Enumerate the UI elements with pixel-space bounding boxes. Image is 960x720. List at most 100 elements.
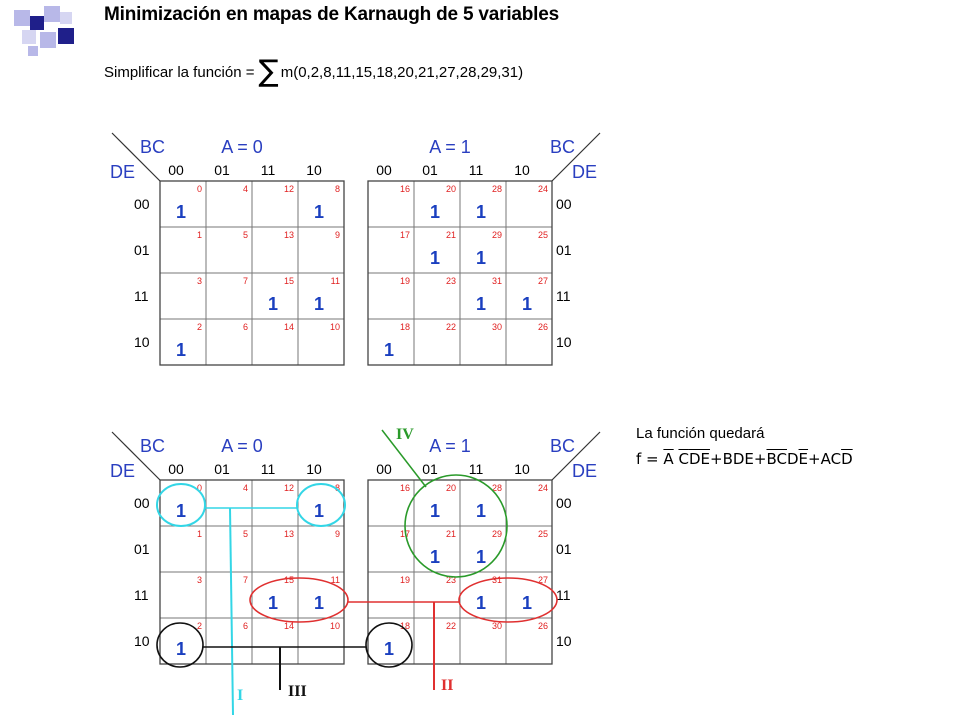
term3-c: C <box>776 450 787 468</box>
one-value: 1 <box>430 501 440 521</box>
minterm-index: 4 <box>243 483 248 493</box>
term1-d: D <box>688 450 701 468</box>
plus-2: + <box>753 450 767 468</box>
de-label: DE <box>110 461 135 481</box>
plus-3: + <box>808 450 821 468</box>
one-value: 1 <box>476 547 486 567</box>
corner-diagonal <box>551 431 601 481</box>
minterm-index: 6 <box>243 621 248 631</box>
one-value: 1 <box>430 547 440 567</box>
term4-d: D <box>841 450 853 468</box>
one-value: 1 <box>176 202 186 222</box>
group-ii-label: II <box>441 677 453 694</box>
minterm-index: 26 <box>538 322 548 332</box>
one-value: 1 <box>522 593 532 613</box>
minterm-index: 18 <box>400 322 410 332</box>
group-iv-circle <box>404 474 508 578</box>
minterm-index: 10 <box>330 621 340 631</box>
de-label: DE <box>110 162 135 182</box>
col-code: 00 <box>376 162 392 178</box>
row-code: 10 <box>556 334 572 350</box>
one-value: 1 <box>314 202 324 222</box>
one-value: 1 <box>384 639 394 659</box>
minterm-index: 14 <box>284 621 294 631</box>
kmap-frame <box>367 180 553 366</box>
group-i-leader <box>229 507 234 716</box>
minterm-index: 12 <box>284 184 294 194</box>
row-code: 00 <box>556 495 572 511</box>
col-code: 10 <box>514 162 530 178</box>
minterm-index: 25 <box>538 529 548 539</box>
minterm-index: 19 <box>400 575 410 585</box>
row-code: 11 <box>134 288 149 304</box>
minterm-index: 4 <box>243 184 248 194</box>
minterm-index: 21 <box>446 529 456 539</box>
one-value: 1 <box>314 501 324 521</box>
problem-statement: Simplificar la función = ∑ m(0,2,8,11,15… <box>104 57 524 87</box>
row-code: 01 <box>556 242 572 258</box>
minterm-index: 8 <box>335 184 340 194</box>
minterm-index: 9 <box>335 529 340 539</box>
kmap-frame <box>159 180 345 366</box>
minterm-index: 10 <box>330 322 340 332</box>
minterm-index: 22 <box>446 621 456 631</box>
minterm-index: 15 <box>284 276 294 286</box>
minterm-index: 22 <box>446 322 456 332</box>
bc-label: BC <box>550 137 575 157</box>
kmap-frame <box>367 479 553 665</box>
group-iv-leader <box>381 429 427 488</box>
one-value: 1 <box>176 340 186 360</box>
col-code: 01 <box>422 162 438 178</box>
col-code: 11 <box>469 162 484 178</box>
a-value-label: A = 1 <box>429 436 471 456</box>
one-value: 1 <box>176 501 186 521</box>
minterm-index: 14 <box>284 322 294 332</box>
minterm-index: 24 <box>538 184 548 194</box>
minterm-index: 27 <box>538 575 548 585</box>
minterm-index: 17 <box>400 230 410 240</box>
minterm-index: 7 <box>243 276 248 286</box>
col-code: 11 <box>469 461 484 477</box>
problem-minterms: m(0,2,8,11,15,18,20,21,27,28,29,31) <box>280 63 524 81</box>
kmap-frame <box>159 479 345 665</box>
corner-diagonal <box>551 132 601 182</box>
row-code: 00 <box>134 495 150 511</box>
row-code: 11 <box>134 587 149 603</box>
row-code: 11 <box>556 587 571 603</box>
group-i-label: I <box>237 687 243 704</box>
row-code: 00 <box>556 196 572 212</box>
row-code: 10 <box>556 633 572 649</box>
row-code: 01 <box>134 242 150 258</box>
minterm-index: 20 <box>446 483 456 493</box>
row-code: 01 <box>556 541 572 557</box>
one-value: 1 <box>476 248 486 268</box>
a-value-label: A = 1 <box>429 137 471 157</box>
minterm-index: 19 <box>400 276 410 286</box>
minterm-index: 31 <box>492 276 502 286</box>
one-value: 1 <box>314 294 324 314</box>
minterm-index: 16 <box>400 184 410 194</box>
col-code: 00 <box>376 461 392 477</box>
problem-prefix: Simplificar la función = <box>104 63 255 81</box>
minterm-index: 27 <box>538 276 548 286</box>
one-value: 1 <box>476 202 486 222</box>
minterm-index: 1 <box>197 529 202 539</box>
bc-label: BC <box>140 436 165 456</box>
one-value: 1 <box>522 294 532 314</box>
group-iii-circle-a <box>156 622 204 668</box>
one-value: 1 <box>430 248 440 268</box>
row-code: 01 <box>134 541 150 557</box>
col-code: 10 <box>306 461 322 477</box>
term4-ac: AC <box>820 450 842 468</box>
minterm-index: 0 <box>197 184 202 194</box>
a-value-label: A = 0 <box>221 436 263 456</box>
col-code: 01 <box>214 162 230 178</box>
minterm-index: 30 <box>492 322 502 332</box>
minterm-index: 23 <box>446 575 456 585</box>
col-code: 01 <box>214 461 230 477</box>
minterm-index: 13 <box>284 230 294 240</box>
slide-title: Minimización en mapas de Karnaugh de 5 v… <box>104 4 559 25</box>
bc-label: BC <box>140 137 165 157</box>
row-code: 00 <box>134 196 150 212</box>
